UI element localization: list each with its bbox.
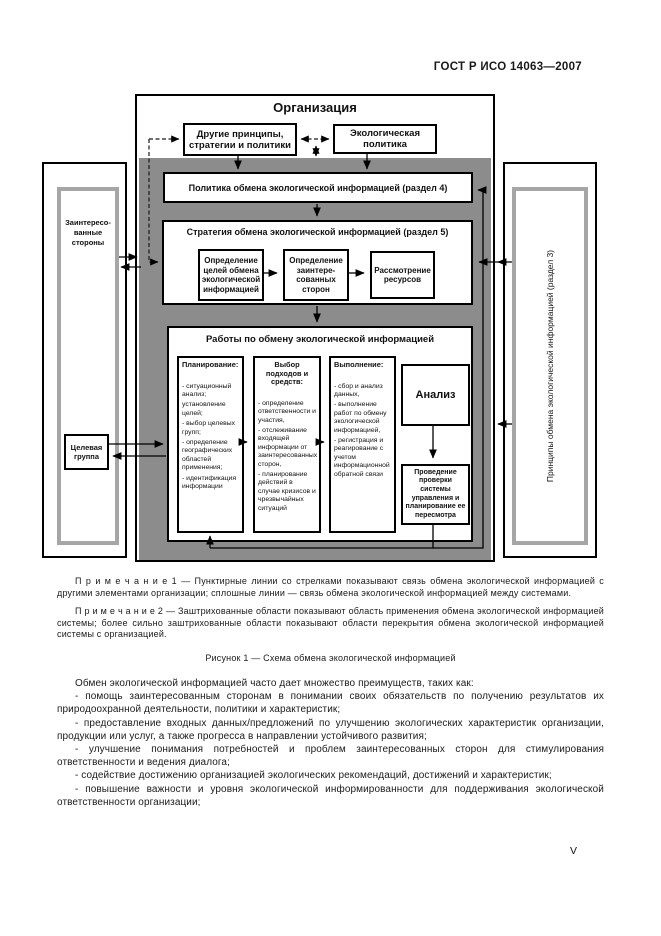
approaches-box: Выбор подходов и средств: - определение … (253, 356, 321, 533)
body-bullet: - помощь заинтересованным сторонам в пон… (57, 691, 604, 716)
text-column: П р и м е ч а н и е 1 — Пунктирные линии… (57, 576, 604, 809)
strategy-step-stakeholders: Определение заинтере-сованных сторон (283, 249, 349, 301)
communication-policy-box: Политика обмена экологической информацие… (163, 172, 473, 203)
works-box: Работы по обмену экологической информаци… (167, 326, 473, 542)
body-bullet: - повышение важности и уровня экологичес… (57, 783, 604, 808)
stakeholders-label: Заинтересо-ванные стороны (65, 218, 111, 247)
list-item: установление целей; (182, 401, 226, 417)
strategy-step-goals: Определение целей обмена экологической и… (198, 249, 264, 301)
stakeholders-system-area (57, 187, 119, 545)
list-item: - отслеживание входящей информации от за… (258, 427, 318, 468)
document-header: ГОСТ Р ИСО 14063—2007 (433, 61, 582, 73)
principles-label: Принципы обмена экологической информацие… (545, 249, 555, 483)
list-item: - идентификация информации (182, 474, 237, 491)
communication-policy-label: Политика обмена экологической информацие… (188, 182, 448, 193)
principles-system-area: Принципы обмена экологической информацие… (512, 187, 588, 545)
review-box: Проведение проверки системы управления и… (401, 464, 470, 525)
body-intro: Обмен экологической информацией часто да… (75, 677, 474, 689)
other-principles-box: Другие принципы, стратегии и политики (183, 123, 297, 156)
body-bullet: - предоставление входных данных/предложе… (57, 717, 604, 742)
list-item: - определение ответственности и участия, (258, 399, 316, 424)
other-principles-label: Другие принципы, стратегии и политики (189, 128, 291, 151)
page-number: V (570, 845, 578, 857)
execution-list: - сбор и анализ данных, - выполнение раб… (334, 383, 391, 479)
list-item: - регистрация и реагирование с учетом ин… (334, 437, 390, 478)
note-1: П р и м е ч а н и е 1 — Пунктирные линии… (57, 576, 604, 598)
execution-box: Выполнение: - сбор и анализ данных, - вы… (329, 356, 396, 533)
figure-caption: Рисунок 1 — Схема обмена экологической и… (205, 652, 456, 663)
list-item: - выбор целевых групп; (182, 420, 236, 436)
organization-label: Организация (273, 100, 357, 115)
planning-list: - ситуационный анализ; установление целе… (182, 383, 239, 492)
approaches-list: - определение ответственности и участия,… (258, 399, 318, 513)
body-bullet: - улучшение понимания потребностей и про… (57, 743, 604, 769)
list-item: - планирование действий в случае кризисо… (258, 471, 316, 512)
planning-box: Планирование: - ситуационный анализ; уст… (177, 356, 244, 533)
strategy-label: Стратегия обмена экологической информаци… (186, 227, 449, 237)
analysis-box: Анализ (401, 364, 470, 426)
strategy-box: Стратегия обмена экологической информаци… (162, 220, 473, 305)
note-2: П р и м е ч а н и е 2 — Заштрихованные о… (57, 606, 604, 640)
eco-policy-box: Экологическая политика (333, 124, 437, 154)
body-bullet: - содействие достижению организацией эко… (75, 770, 552, 782)
planning-title: Планирование: (182, 360, 239, 369)
analysis-label: Анализ (415, 389, 456, 401)
execution-title: Выполнение: (334, 360, 384, 369)
review-label: Проведение проверки системы управления и… (405, 468, 466, 519)
works-label: Работы по обмену экологической информаци… (205, 334, 435, 345)
list-item: - сбор и анализ данных, (334, 382, 383, 398)
strategy-step-resources: Рассмотрение ресурсов (370, 251, 435, 299)
eco-policy-label: Экологическая политика (349, 128, 420, 150)
target-group-label: Целевая группа (70, 443, 103, 461)
list-item: - ситуационный анализ; (182, 382, 232, 398)
approaches-title: Выбор подходов и средств: (265, 360, 309, 387)
target-group-box: Целевая группа (64, 434, 109, 470)
list-item: - определение географических областей пр… (182, 439, 233, 472)
list-item: - выполнение работ по обмену экологическ… (334, 401, 387, 434)
